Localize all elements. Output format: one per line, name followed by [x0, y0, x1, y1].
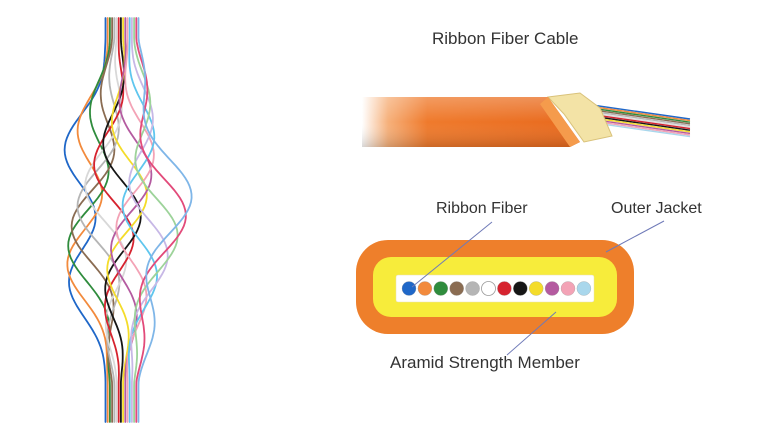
- ribbon-cable-illustration: [362, 92, 691, 147]
- fiber-dot-4: [449, 281, 464, 296]
- outer-jacket-leader-line: [605, 220, 665, 253]
- fiber-dot-10: [544, 281, 560, 296]
- cable-cross-section: [356, 220, 665, 356]
- fiber-dot-12: [576, 281, 592, 296]
- fiber-dot-6: [481, 281, 496, 296]
- fanout-fiber-16: [137, 17, 193, 423]
- ribbon-fiber-label: Ribbon Fiber: [436, 200, 528, 217]
- fiber-dot-2: [417, 281, 433, 296]
- fanout-fiber-6: [84, 17, 128, 423]
- aramid-leader-line: [506, 311, 557, 356]
- cable-jacket-edge: [540, 97, 580, 147]
- fiber-dot-8: [513, 281, 528, 296]
- fanout-fiber-1: [63, 17, 107, 423]
- fanout-fiber-13: [128, 17, 169, 423]
- fiber-dot-11: [560, 281, 576, 296]
- fanout-fiber-12: [121, 17, 158, 423]
- aramid-yarn-end: [546, 92, 613, 143]
- fiber-fanout-illustration: [63, 17, 193, 423]
- fiber-dot-7: [497, 281, 512, 296]
- ribbon-fiber-dots: [401, 281, 592, 296]
- fiber-dot-9: [529, 281, 544, 296]
- exposed-fiber-1: [584, 103, 691, 120]
- diagram-title: Ribbon Fiber Cable: [432, 29, 579, 48]
- ribbon-fiber-leader-line: [411, 221, 493, 288]
- exposed-fiber-2: [584, 104, 691, 122]
- aramid-strength-member-label: Aramid Strength Member: [390, 353, 580, 372]
- fiber-dot-1: [401, 281, 417, 296]
- fanout-fiber-8: [102, 17, 142, 423]
- exposed-fiber-4: [584, 108, 691, 125]
- fanout-fiber-5: [76, 17, 121, 423]
- fanout-fiber-15: [135, 17, 187, 423]
- outer-jacket-label: Outer Jacket: [611, 200, 702, 217]
- fiber-dot-5: [465, 281, 480, 296]
- exposed-fiber-3: [584, 106, 691, 123]
- fiber-dot-3: [433, 281, 448, 296]
